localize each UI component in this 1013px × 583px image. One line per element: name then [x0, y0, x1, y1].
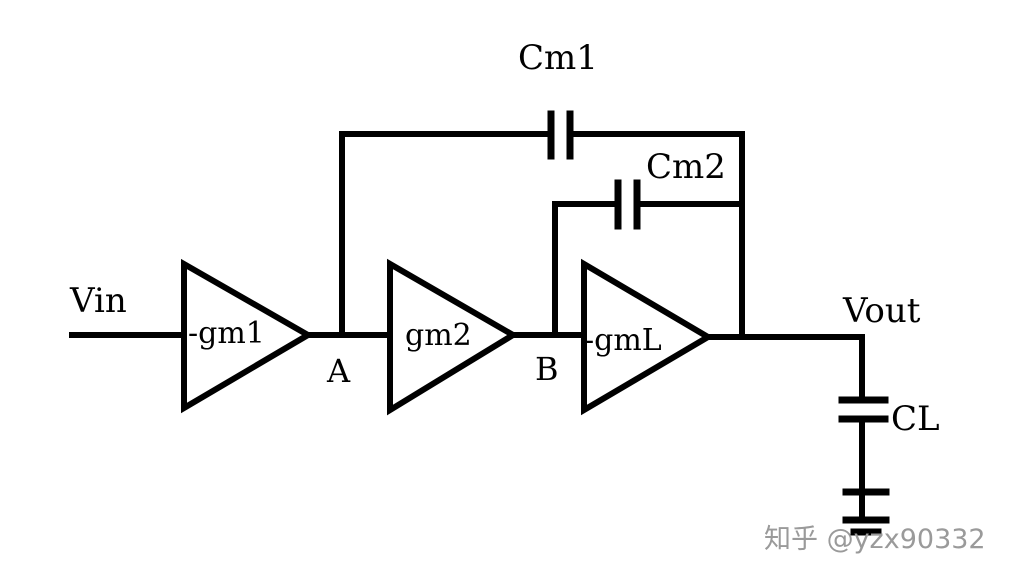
cm1-wire-right	[570, 131, 745, 340]
vout-label: Vout	[842, 291, 921, 331]
cm1-wire-left	[339, 131, 551, 338]
amplifier-gml-label: -gmL	[584, 323, 662, 358]
amplifier-gml	[581, 258, 714, 416]
amplifier-gm1-label: -gm1	[188, 316, 265, 351]
watermark: 知乎 @yzx90332	[764, 524, 986, 555]
vin-label: Vin	[69, 281, 127, 321]
output-wire	[705, 334, 865, 403]
cm1-label: Cm1	[518, 38, 598, 78]
node-a-label: A	[326, 352, 351, 390]
cm2-label: Cm2	[646, 147, 726, 187]
amplifier-gm2	[387, 258, 519, 416]
ground-icon	[842, 488, 890, 536]
cl-label: CL	[891, 399, 940, 439]
cm2-wire-left	[552, 201, 618, 338]
amplifier-gm1	[181, 258, 314, 414]
node-b-label: B	[535, 350, 559, 388]
amplifier-gm2-label: gm2	[405, 318, 472, 353]
